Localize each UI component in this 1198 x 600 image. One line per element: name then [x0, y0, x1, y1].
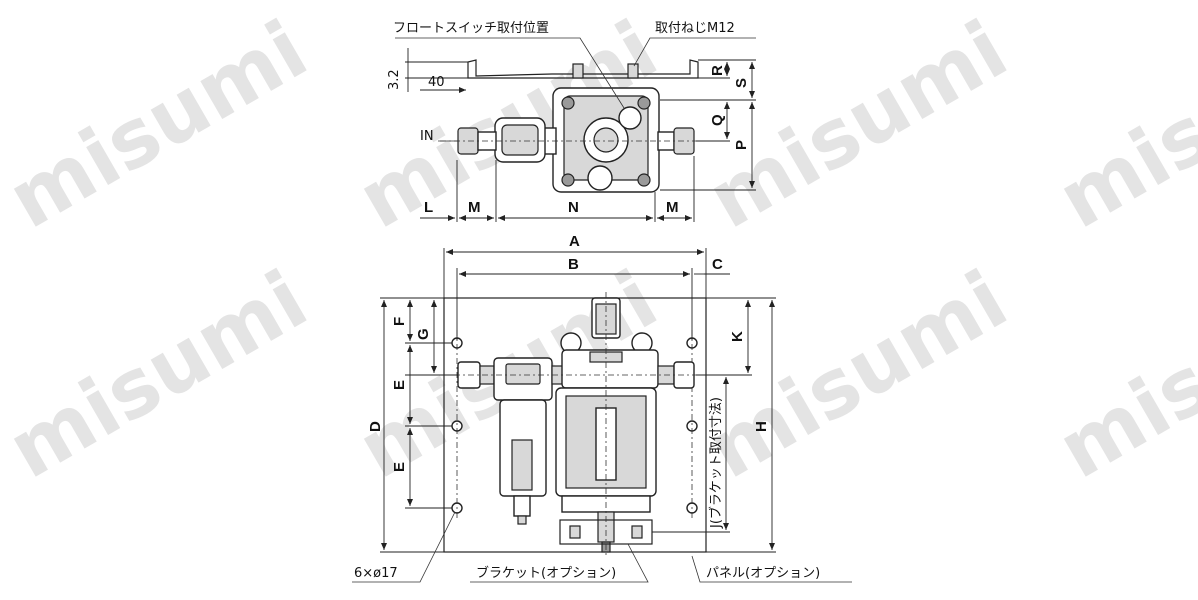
label-h: H — [753, 421, 770, 432]
corner-screw — [561, 173, 575, 187]
corner-screw — [561, 96, 575, 110]
front-view: A B C D F G E E K J(ブラケット取付寸法) H 6×ø17 — [352, 233, 852, 583]
mount-bolt — [627, 63, 639, 79]
panel-outline — [443, 297, 707, 553]
label-c: C — [712, 256, 723, 273]
label-b: B — [568, 256, 579, 273]
float-switch — [618, 106, 642, 130]
label-j: J(ブラケット取付寸法) — [708, 397, 724, 529]
front-filter-drain — [513, 495, 531, 517]
watermark: misumi — [0, 253, 322, 497]
label-m-right: M — [666, 199, 679, 216]
top-bracket — [467, 59, 699, 79]
corner-screw — [637, 173, 651, 187]
leader-panel — [691, 555, 852, 583]
label-float-switch: フロートスイッチ取付位置 — [393, 21, 549, 36]
front-filter-window — [505, 363, 541, 385]
watermark: misumi — [1043, 253, 1198, 497]
label-dim-40: 40 — [428, 75, 445, 90]
label-holes: 6×ø17 — [354, 566, 398, 581]
top-view: フロートスイッチ取付位置 取付ねじM12 3.2 40 IN R S Q P — [387, 21, 756, 222]
corner-screw — [637, 96, 651, 110]
top-filter-inner — [501, 124, 539, 156]
leader-mount-thread — [633, 37, 756, 67]
label-l: L — [424, 199, 433, 216]
label-k: K — [729, 331, 746, 342]
drain-port — [587, 165, 613, 191]
label-a: A — [569, 233, 580, 250]
label-in: IN — [420, 129, 434, 144]
label-p: P — [733, 140, 750, 150]
label-r: R — [709, 65, 726, 76]
label-q: Q — [709, 114, 726, 126]
watermark: misumi — [0, 3, 322, 247]
mount-bolt — [572, 63, 584, 79]
bowl-top-inner — [593, 127, 619, 153]
label-dim-32: 3.2 — [387, 69, 402, 90]
label-e-upper: E — [391, 380, 408, 390]
bracket-bolt — [631, 525, 643, 539]
label-s: S — [733, 78, 750, 88]
front-filter-element — [511, 439, 533, 491]
leader-bracket — [470, 543, 649, 583]
label-g: G — [415, 328, 432, 340]
bracket-bolt — [569, 525, 581, 539]
label-bracket: ブラケット(オプション) — [476, 565, 616, 581]
label-panel: パネル(オプション) — [706, 566, 820, 581]
front-filter-drain-tip — [517, 515, 527, 525]
label-mount-thread: 取付ねじM12 — [655, 21, 735, 36]
leader-holes — [352, 511, 456, 583]
label-m-left: M — [468, 199, 481, 216]
leader-float-switch — [395, 37, 625, 109]
watermark: misumi — [1043, 3, 1198, 247]
label-e-lower: E — [391, 462, 408, 472]
watermark: misumi — [693, 3, 1022, 247]
label-f: F — [391, 317, 408, 326]
label-d: D — [367, 421, 384, 432]
label-n: N — [568, 199, 579, 216]
